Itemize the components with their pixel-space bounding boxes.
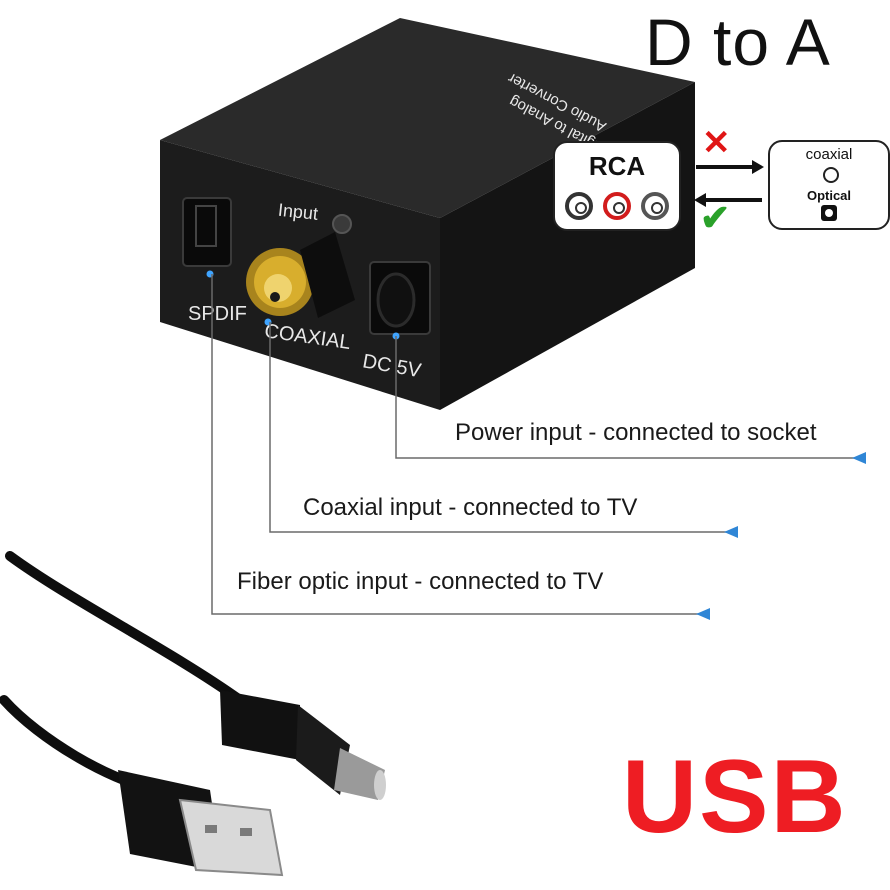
port-label-spdif: SPDIF bbox=[188, 303, 247, 325]
output-optical-label: Optical bbox=[806, 188, 852, 203]
dc-cable bbox=[0, 551, 245, 793]
rca-jack-gray-icon bbox=[641, 192, 669, 220]
optical-port-icon bbox=[821, 205, 837, 221]
device-top-face bbox=[160, 18, 695, 218]
callout-power: Power input - connected to socket bbox=[455, 419, 817, 446]
callout-fiber: Fiber optic input - connected to TV bbox=[237, 568, 604, 595]
coaxial-port bbox=[246, 232, 355, 318]
rca-box: RCA bbox=[553, 141, 681, 231]
callout-arrow-coaxial bbox=[724, 526, 738, 538]
rca-jack-white-icon bbox=[565, 192, 593, 220]
usb-plug bbox=[118, 770, 284, 877]
rca-jack-red-icon bbox=[603, 192, 631, 220]
coaxial-port-icon bbox=[823, 167, 839, 183]
device-input-label: Input bbox=[277, 200, 319, 224]
usb-badge: USB bbox=[622, 739, 848, 855]
arrow-left-icon bbox=[694, 193, 706, 207]
rca-label: RCA bbox=[588, 151, 646, 181]
dc-port bbox=[369, 261, 431, 335]
cross-icon: ✕ bbox=[702, 124, 731, 162]
callout-arrow-fiber bbox=[696, 608, 710, 620]
callout-coaxial: Coaxial input - connected to TV bbox=[303, 494, 638, 521]
dc-plug bbox=[220, 690, 386, 800]
output-coaxial-label: coaxial bbox=[805, 146, 853, 163]
callout-line-coaxial bbox=[269, 322, 738, 533]
callout-arrow-power bbox=[852, 452, 866, 464]
callout-line-power bbox=[395, 336, 866, 459]
input-switch bbox=[332, 214, 352, 234]
callout-line-fiber bbox=[211, 274, 710, 615]
output-box: coaxial Optical bbox=[768, 140, 890, 230]
title: D to A bbox=[645, 5, 831, 79]
arrow-right-icon bbox=[752, 160, 764, 174]
check-icon: ✔ bbox=[700, 197, 731, 238]
spdif-port bbox=[182, 197, 232, 267]
